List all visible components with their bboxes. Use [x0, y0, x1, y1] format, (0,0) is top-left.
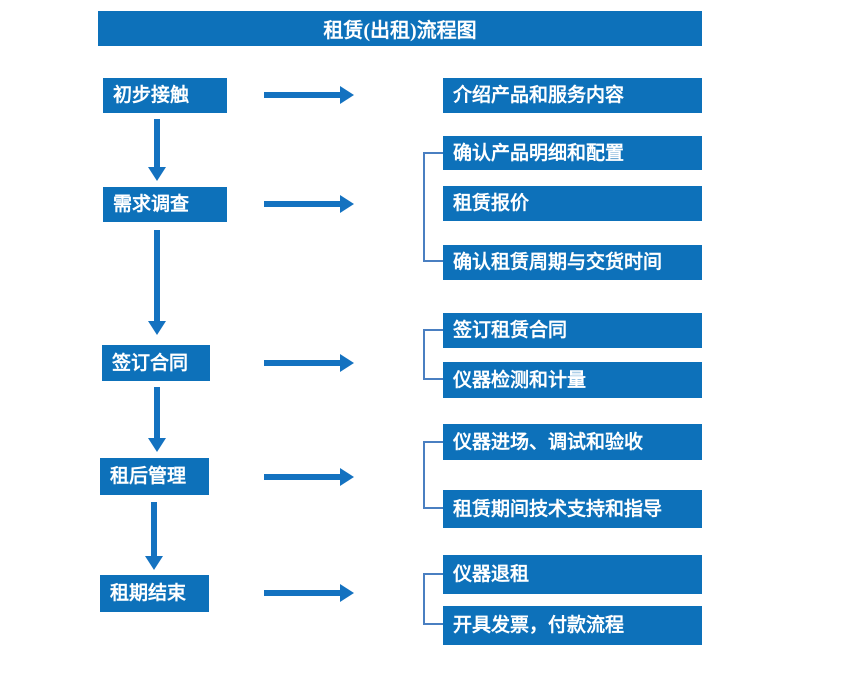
output-box-introduce-products-services: 介绍产品和服务内容 — [443, 78, 702, 113]
output-box-instrument-inspection-calibration: 仪器检测和计量 — [443, 362, 702, 398]
output-box-confirm-product-details: 确认产品明细和配置 — [443, 136, 702, 170]
bracket-connector — [423, 329, 443, 380]
output-box-technical-support-guidance: 租赁期间技术支持和指导 — [443, 490, 702, 528]
stage-box-sign-contract: 签订合同 — [102, 345, 210, 381]
stage-box-rental-end: 租期结束 — [100, 575, 209, 612]
stage-box-demand-survey: 需求调查 — [103, 187, 227, 222]
bracket-connector — [423, 441, 443, 509]
output-box-confirm-rental-period-delivery: 确认租赁周期与交货时间 — [443, 245, 702, 280]
stage-box-initial-contact: 初步接触 — [103, 78, 227, 113]
output-box-invoice-payment: 开具发票，付款流程 — [443, 606, 702, 645]
output-box-sign-rental-contract: 签订租赁合同 — [443, 313, 702, 348]
stage-box-post-rental-management: 租后管理 — [100, 458, 209, 495]
bracket-connector — [423, 152, 443, 262]
output-box-instrument-return: 仪器退租 — [443, 555, 702, 594]
output-box-rental-quotation: 租赁报价 — [443, 186, 702, 221]
output-box-instrument-arrival-acceptance: 仪器进场、调试和验收 — [443, 424, 702, 460]
flowchart-title: 租赁(出租)流程图 — [98, 11, 702, 46]
bracket-connector — [423, 573, 443, 625]
